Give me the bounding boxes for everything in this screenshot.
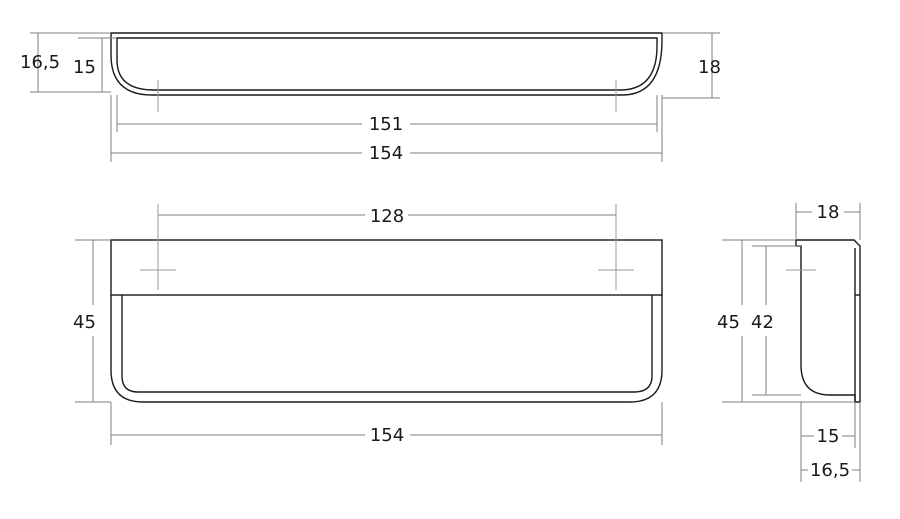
label-front-length: 154: [370, 425, 404, 446]
label-top-total-depth: 16,5: [20, 52, 60, 73]
side-view: 18 45 42 15 16,5: [717, 202, 861, 482]
label-top-inner-depth: 15: [73, 57, 96, 78]
side-view-outline: [795, 239, 861, 403]
label-side-height: 45: [717, 312, 740, 333]
label-side-thickness: 18: [817, 202, 840, 223]
top-view-outline: [110, 32, 663, 96]
label-front-height: 45: [73, 312, 96, 333]
top-view: 16,5 15 18 151 154: [20, 32, 721, 164]
front-view-handle-inner: [121, 295, 653, 393]
label-front-hole-spacing: 128: [370, 206, 404, 227]
front-view-handle-outer: [110, 295, 663, 403]
label-top-height: 18: [698, 57, 721, 78]
label-side-inner-depth: 15: [817, 426, 840, 447]
label-top-inner-length: 151: [369, 114, 403, 135]
front-view-mount-plate: [110, 239, 663, 296]
top-view-inner-edge: [116, 37, 658, 91]
front-view: 128 45 154: [73, 204, 663, 446]
label-side-inner-height: 42: [751, 312, 774, 333]
label-side-total-depth: 16,5: [810, 460, 850, 481]
label-top-total-length: 154: [369, 143, 403, 164]
